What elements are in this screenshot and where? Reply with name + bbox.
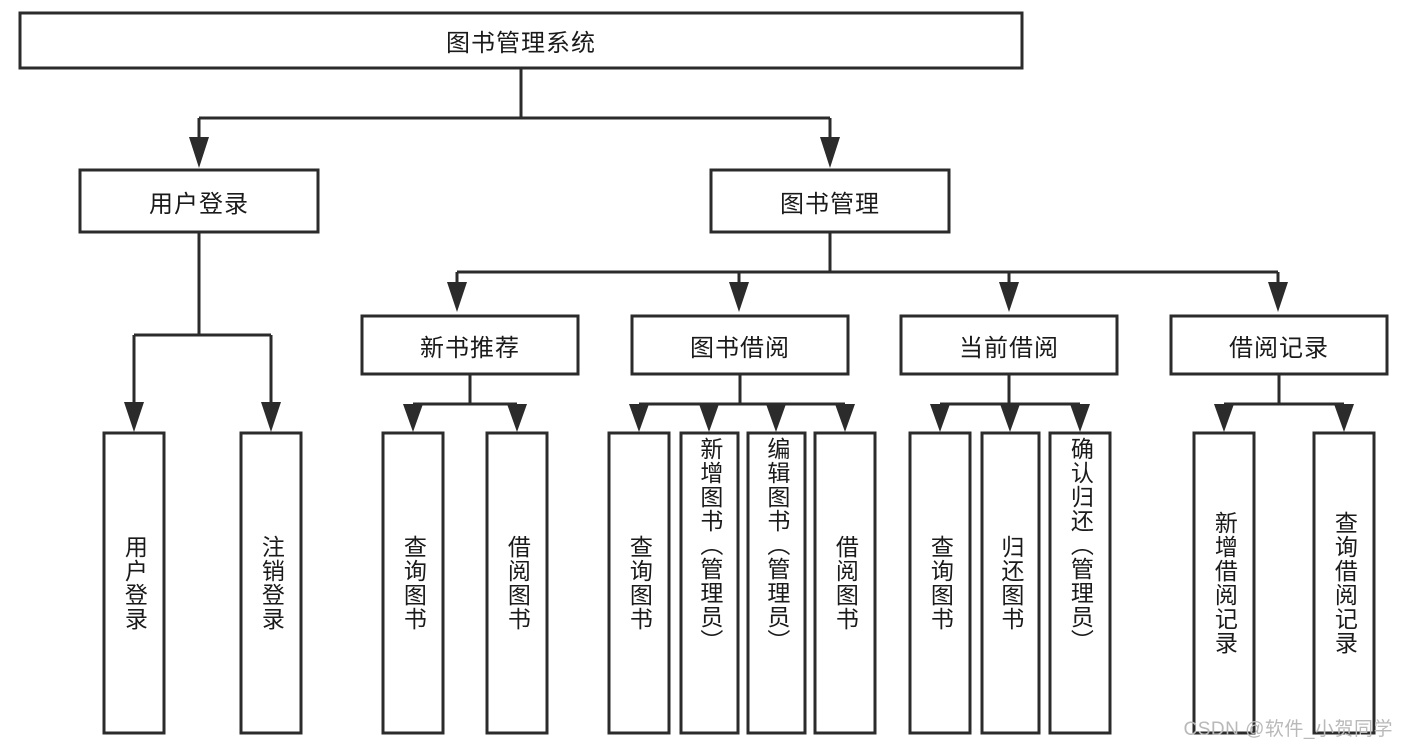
arrow-user-login-leaf2-icon <box>261 402 281 432</box>
arrow-book-borrow-leaf3-icon <box>766 404 786 432</box>
leaf-user-login-1-box[interactable] <box>102 431 166 735</box>
arrow-book-borrow-leaf2-icon <box>699 404 719 432</box>
arrow-new-book-leaf1-icon <box>403 404 423 432</box>
arrow-book-borrow-leaf4-icon <box>835 404 855 432</box>
leaf-book-borrow-3-box[interactable] <box>746 431 807 735</box>
csdn-watermark: CSDN @软件_小贺同学 <box>1183 719 1393 740</box>
arrow-to-borrow-record-icon <box>1268 282 1288 312</box>
node-book-borrow-box[interactable] <box>630 314 850 376</box>
leaf-borrow-record-2-box[interactable] <box>1312 431 1376 735</box>
arrow-user-login-leaf1-icon <box>124 402 144 432</box>
node-current-borrow-box[interactable] <box>899 314 1119 376</box>
leaf-current-borrow-3-box[interactable] <box>1048 431 1112 735</box>
node-new-book-recommend-box[interactable] <box>360 314 580 376</box>
arrow-new-book-leaf2-icon <box>507 404 527 432</box>
leaf-book-borrow-2-box[interactable] <box>679 431 740 735</box>
arrow-to-current-borrow-icon <box>999 282 1019 312</box>
node-borrow-record-box[interactable] <box>1169 314 1389 376</box>
leaf-current-borrow-1-box[interactable] <box>908 431 972 735</box>
arrow-to-book-mgmt-icon <box>820 137 840 168</box>
arrow-book-borrow-leaf1-icon <box>629 404 649 432</box>
arrow-borrow-record-leaf1-icon <box>1214 404 1234 432</box>
leaf-book-borrow-4-box[interactable] <box>813 431 877 735</box>
arrow-to-user-login-icon <box>189 137 209 168</box>
node-user-login-box[interactable] <box>78 168 320 234</box>
leaf-book-borrow-1-box[interactable] <box>607 431 671 735</box>
arrow-current-borrow-leaf3-icon <box>1070 404 1090 432</box>
leaf-new-book-2-box[interactable] <box>485 431 549 735</box>
arrow-to-book-borrow-icon <box>729 282 749 312</box>
leaf-borrow-record-1-box[interactable] <box>1192 431 1256 735</box>
node-book-management-box[interactable] <box>709 168 951 234</box>
arrow-borrow-record-leaf2-icon <box>1334 404 1354 432</box>
leaf-current-borrow-2-box[interactable] <box>980 431 1041 735</box>
leaf-user-login-2-box[interactable] <box>239 431 303 735</box>
arrow-to-new-book-icon <box>447 282 467 312</box>
arrow-current-borrow-leaf1-icon <box>930 404 950 432</box>
leaf-new-book-1-box[interactable] <box>381 431 445 735</box>
node-root-box[interactable] <box>18 11 1024 70</box>
arrow-current-borrow-leaf2-icon <box>1000 404 1020 432</box>
